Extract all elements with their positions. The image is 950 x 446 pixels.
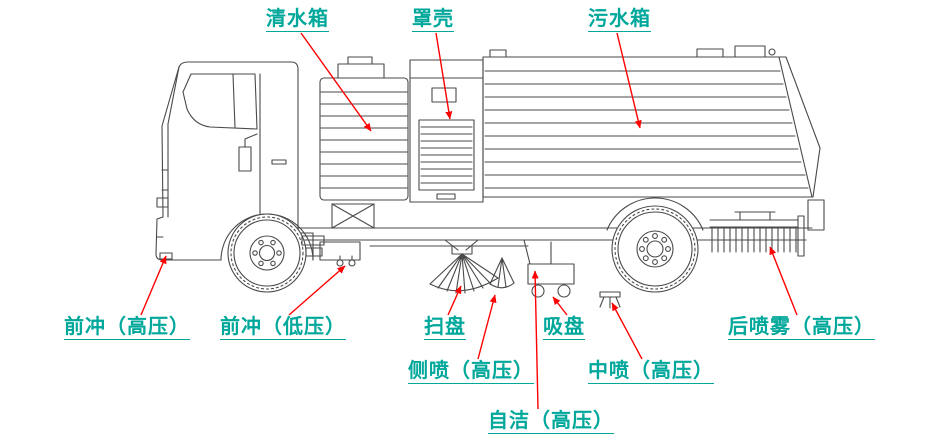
middle-spray-nozzles — [599, 291, 621, 309]
chassis — [297, 199, 825, 309]
label-rear-spray-high: 后喷雾（高压） — [728, 314, 875, 340]
rear-fender — [606, 197, 704, 231]
clean-water-tank-section — [319, 56, 409, 229]
arrow-clean-water-tank — [300, 32, 372, 132]
suction-nozzle-unit — [523, 239, 575, 298]
arrow-cover-shell — [435, 32, 453, 120]
callout-arrows — [140, 32, 798, 410]
low-pressure-nozzle — [336, 259, 344, 267]
front-wheel-arch — [220, 213, 314, 261]
label-sewage-tank: 污水箱 — [588, 6, 651, 32]
low-pressure-nozzle — [348, 259, 356, 267]
headlight-icon — [156, 197, 169, 208]
label-cover-shell: 罩壳 — [412, 6, 454, 32]
arrow-self-clean-high — [531, 270, 539, 410]
label-middle-spray-high: 中喷（高压） — [588, 358, 714, 384]
louver-grille — [418, 119, 475, 191]
label-side-spray-high: 侧喷（高压） — [408, 358, 534, 384]
cover-shell-section — [409, 59, 484, 203]
arrow-sewage-tank — [616, 32, 642, 129]
cab-steps — [301, 235, 325, 257]
label-sweep-disc: 扫盘 — [424, 314, 466, 340]
label-self-clean-high: 自洁（高压） — [488, 408, 614, 434]
rear-wheel — [611, 205, 699, 293]
rear-spray-bar — [709, 211, 805, 257]
sewage-tank-section — [482, 45, 821, 198]
rear-mudflap — [807, 199, 825, 231]
side-spray-brush — [489, 257, 515, 289]
label-front-flush-high: 前冲（高压） — [64, 314, 190, 340]
arrow-front-flush-low — [288, 265, 346, 316]
front-wheel — [227, 213, 307, 293]
arrow-middle-spray-high — [611, 302, 643, 360]
cab-window — [182, 73, 258, 130]
label-suction-disc: 吸盘 — [543, 314, 585, 340]
arrow-suction-disc — [552, 296, 568, 316]
arrow-side-spray-high — [477, 294, 497, 360]
arrow-rear-spray-high — [769, 246, 798, 316]
sweep-disc-brush — [429, 239, 499, 294]
mirror-icon — [238, 146, 252, 172]
arrow-front-flush-high — [140, 255, 167, 316]
label-front-flush-low: 前冲（低压） — [220, 314, 346, 340]
arrow-sweep-disc — [447, 285, 462, 316]
label-clean-water-tank: 清水箱 — [266, 6, 329, 32]
